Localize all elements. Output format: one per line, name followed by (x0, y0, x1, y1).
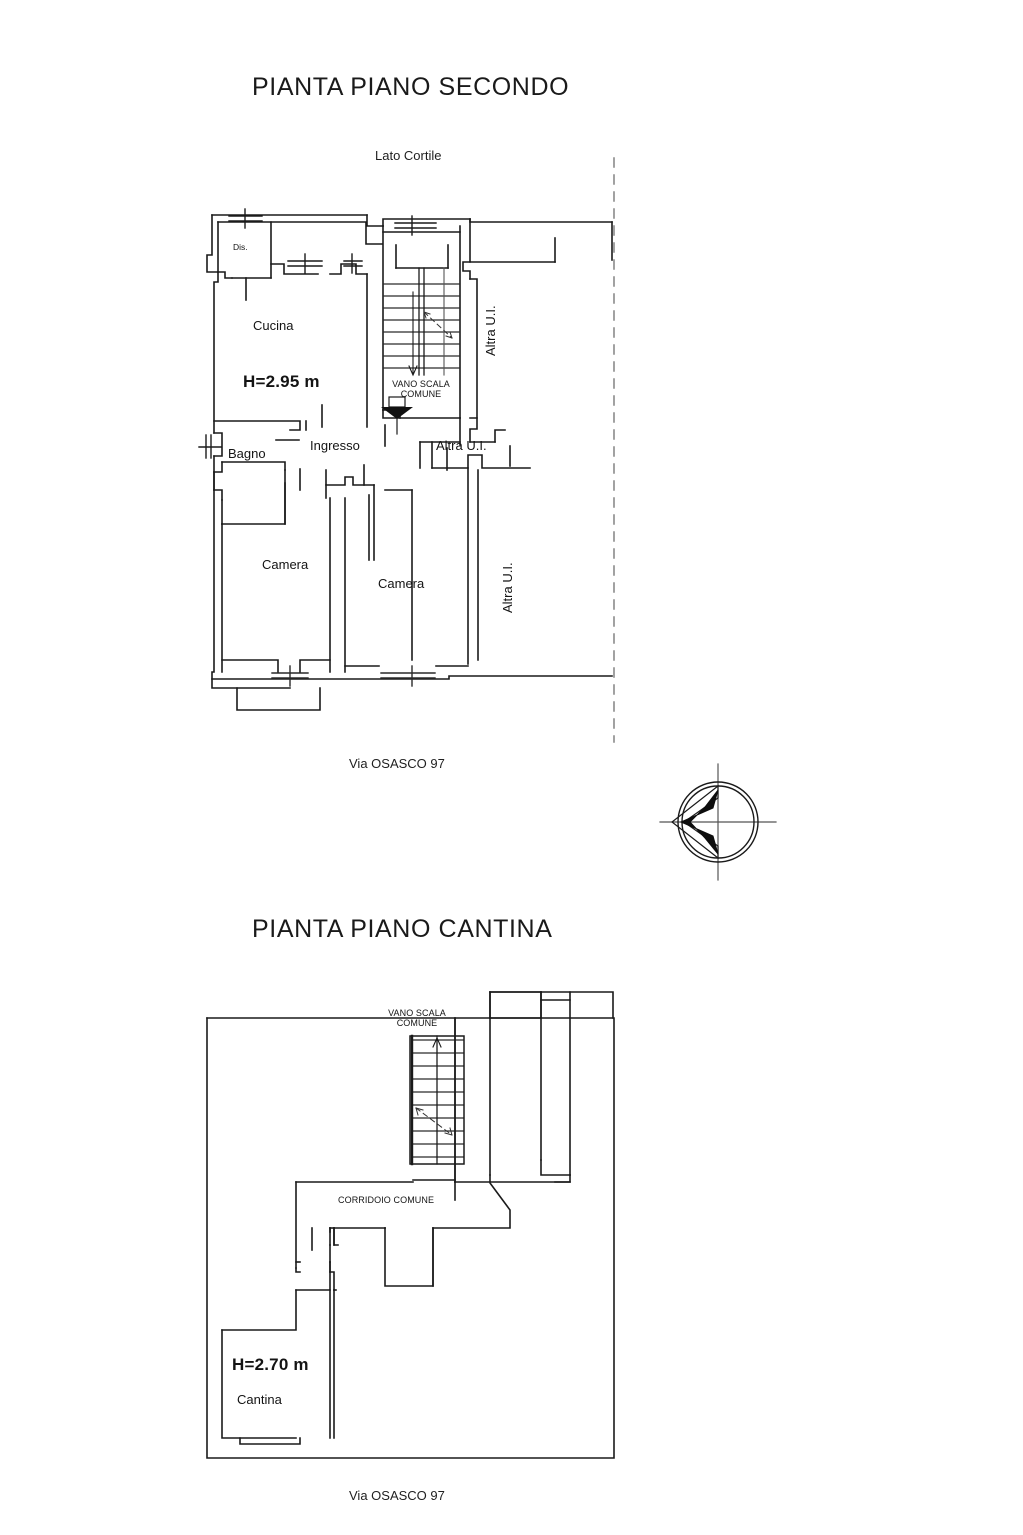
vano-scala-cantina-line2: COMUNE (396, 1018, 438, 1029)
annotation-corridoio-comune: CORRIDOIO COMUNE (338, 1195, 435, 1205)
room-label-cucina: Cucina (253, 318, 294, 333)
caption-via-osasco-top: Via OSASCO 97 (349, 756, 445, 771)
annotation-altra-ui-mid: Altra U.I. (436, 438, 487, 453)
ceiling-height-cantina: H=2.70 m (232, 1355, 309, 1374)
annotation-altra-ui-bottom-right: Altra U.I. (500, 562, 515, 613)
vano-scala-line1: VANO SCALA (392, 379, 450, 389)
room-label-dis: Dis. (233, 242, 248, 252)
annotation-altra-ui-top-right: Altra U.I. (483, 305, 498, 356)
page-title-piano-secondo: PIANTA PIANO SECONDO (252, 73, 570, 101)
annotation-vano-scala-comune-secondo: VANO SCALA COMUNE (378, 379, 464, 400)
room-label-bagno: Bagno (228, 446, 266, 461)
vano-scala-line2: COMUNE (400, 389, 442, 400)
page-title-piano-cantina: PIANTA PIANO CANTINA (252, 915, 553, 943)
room-label-ingresso: Ingresso (310, 438, 360, 453)
ceiling-height-secondo: H=2.95 m (243, 372, 320, 391)
vano-scala-cantina-line1: VANO SCALA (388, 1008, 446, 1018)
room-label-camera-right: Camera (378, 576, 425, 591)
caption-via-osasco-bottom: Via OSASCO 97 (349, 1488, 445, 1503)
caption-lato-cortile: Lato Cortile (375, 148, 442, 163)
annotation-vano-scala-comune-cantina: VANO SCALA COMUNE (368, 1008, 466, 1029)
room-label-cantina: Cantina (237, 1392, 282, 1407)
room-label-camera-left: Camera (262, 557, 309, 572)
